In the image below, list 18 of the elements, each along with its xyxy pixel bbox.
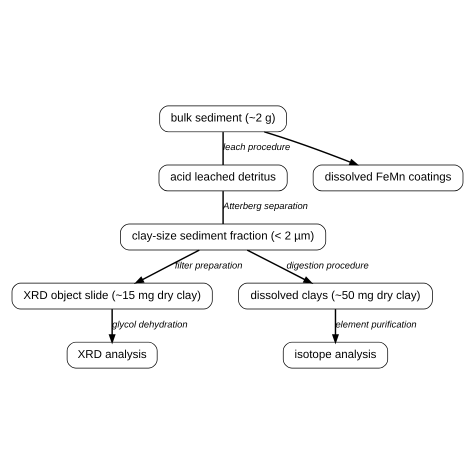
- node-box: dissolved clays (~50 mg dry clay): [238, 282, 432, 310]
- connector: [222, 191, 224, 224]
- node-box: acid leached detritus: [158, 164, 288, 192]
- node-box: isotope analysis: [282, 342, 388, 368]
- arrow: [108, 309, 116, 344]
- connector: [222, 132, 224, 165]
- node-box: XRD analysis: [66, 342, 158, 368]
- arrow: [246, 249, 313, 284]
- arrow: [264, 131, 359, 166]
- edge-label: filter preparation: [174, 260, 242, 270]
- node-box: bulk sediment (~2 g): [158, 106, 286, 132]
- arrow: [133, 249, 200, 284]
- edge-label: digestion procedure: [286, 260, 368, 270]
- arrow: [331, 309, 339, 344]
- node-box: XRD object slide (~15 mg dry clay): [11, 282, 212, 310]
- node-box: dissolved FeMn coatings: [312, 164, 463, 192]
- edge-label: element purification: [334, 319, 416, 330]
- node-box: clay-size sediment fraction (< 2 µm): [120, 224, 326, 250]
